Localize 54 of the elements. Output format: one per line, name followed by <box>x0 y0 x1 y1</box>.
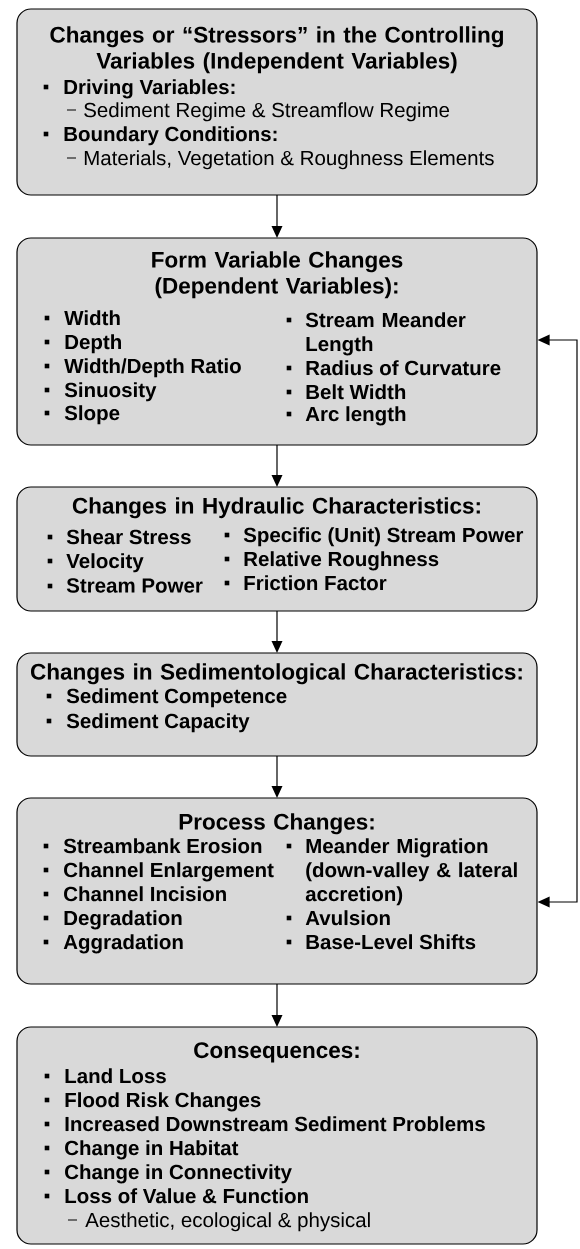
sub-item: Aesthetic, ecological & physical <box>67 1212 370 1232</box>
bullet-item: Aggradation <box>43 934 183 954</box>
flow-box <box>16 1026 538 1245</box>
bullet-item: Base-Level Shifts <box>286 934 476 950</box>
flow-box <box>16 797 538 985</box>
bullet-item: Meander Migration (down-valley & lateral accretion) <box>286 838 517 906</box>
arrow <box>537 334 578 908</box>
bullet-item: Change in Connectivity <box>44 1164 292 1184</box>
bullet-item: Shear Stress <box>47 529 191 545</box>
bullet-item: Width/Depth Ratio <box>44 358 241 378</box>
bullet-item: Sediment Competence <box>46 688 287 708</box>
bullet-item: Radius of Curvature <box>286 360 501 376</box>
bullet-item: Friction Factor <box>224 575 387 591</box>
box-heading: Form Variable Changes (Dependent Variables): <box>152 251 403 299</box>
bullet-item: Arc length <box>286 406 406 426</box>
box-heading: Changes in Sedimentological Characteristics: <box>31 663 522 685</box>
arrow <box>271 755 283 798</box>
box-heading: Changes in Hydraulic Characteristics: <box>72 497 480 519</box>
bullet-item: Channel Incision <box>43 886 226 902</box>
bullet-item: Depth <box>44 334 121 354</box>
flow-box <box>16 8 538 196</box>
flow-box <box>16 652 538 757</box>
bullet-item: Loss of Value & Function <box>44 1188 308 1204</box>
arrow <box>271 444 283 487</box>
flow-box <box>16 237 538 446</box>
sub-item: Sediment Regime & Streamflow Regime <box>66 102 450 122</box>
arrow <box>271 194 283 238</box>
bullet-item: Relative Roughness <box>224 551 439 571</box>
bullet-item: Specific (Unit) Stream Power <box>224 527 524 547</box>
bullet-item: Boundary Conditions: <box>43 126 277 146</box>
bullet-item: Sediment Capacity <box>46 713 250 733</box>
bullet-item: Streambank Erosion <box>43 838 262 854</box>
box-heading: Process Changes: <box>179 813 374 835</box>
arrow <box>271 610 283 653</box>
bullet-item: Belt Width <box>286 384 406 400</box>
bullet-item: Degradation <box>43 910 182 930</box>
box-heading: Consequences: <box>194 1042 359 1063</box>
flow-box <box>16 486 538 612</box>
bullet-item: Slope <box>44 405 120 425</box>
bullet-item: Sinuosity <box>44 382 157 402</box>
bullet-item: Stream Meander Length <box>286 312 466 356</box>
bullet-item: Channel Enlargement <box>43 862 274 882</box>
bullet-item: Flood Risk Changes <box>44 1092 261 1112</box>
bullet-item: Increased Downstream Sediment Problems <box>44 1116 485 1132</box>
bullet-item: Avulsion <box>286 910 390 926</box>
bullet-item: Driving Variables: <box>43 79 235 99</box>
bullet-item: Change in Habitat <box>44 1140 239 1160</box>
bullet-item: Velocity <box>47 553 144 573</box>
box-heading: Changes or “Stressors” in the Controlling Variables (Independent Variables) <box>50 26 503 74</box>
bullet-item: Land Loss <box>44 1068 166 1084</box>
sub-item: Materials, Vegetation & Roughness Elements <box>66 150 494 170</box>
bullet-item: Width <box>44 310 120 326</box>
bullet-item: Stream Power <box>47 578 203 593</box>
arrow <box>271 983 283 1027</box>
